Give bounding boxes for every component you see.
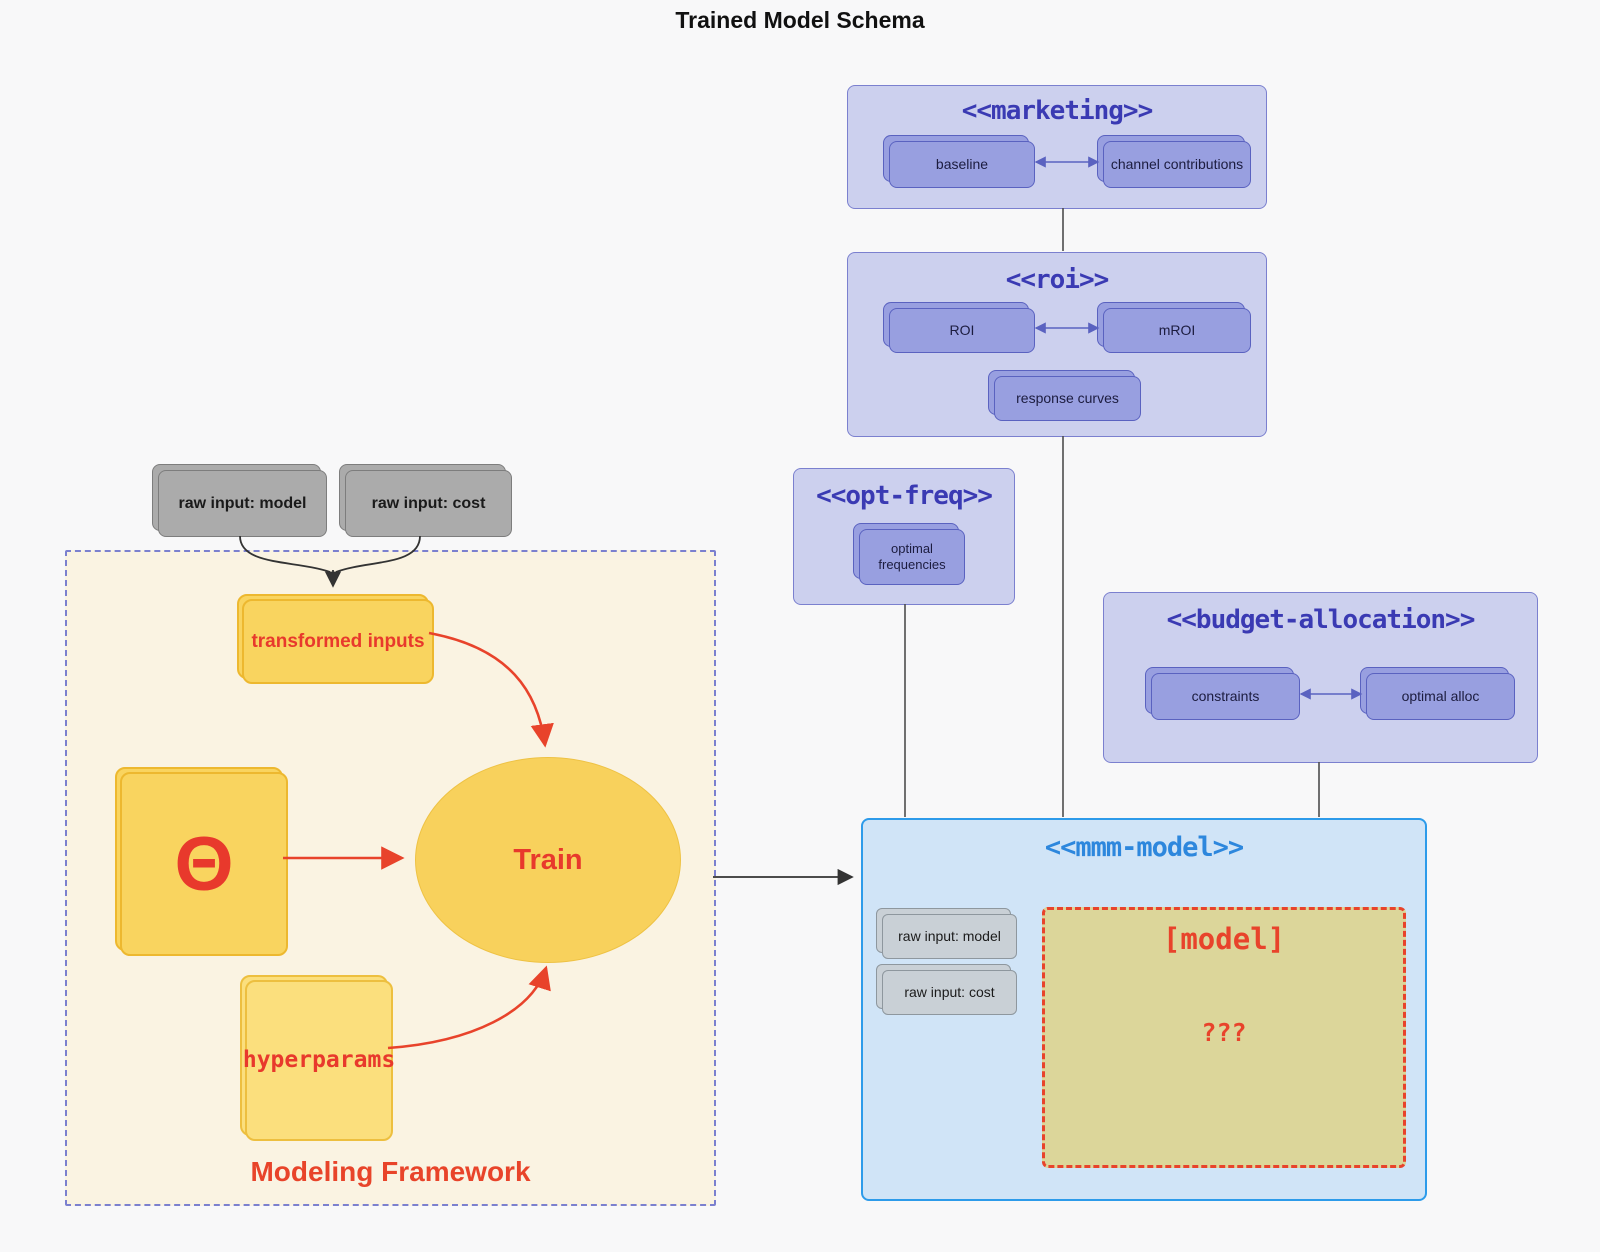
node-response-curves: response curves [988,370,1141,421]
node-optimal-alloc: optimal alloc [1360,667,1515,720]
node-optimal-alloc-label: optimal alloc [1401,687,1480,704]
node-hyperparams-label: hyperparams [242,1047,396,1074]
group-roi-title: <<roi>> [1005,265,1110,295]
group-roi: <<roi>> ROI mROI response curves [847,252,1267,437]
node-raw-input-cost: raw input: cost [339,464,512,537]
node-mmm-raw-input-model: raw input: model [876,908,1017,959]
node-theta: Θ [115,767,288,956]
node-mroi: mROI [1097,302,1251,353]
group-marketing-title: <<marketing>> [961,96,1154,126]
node-train-label: Train [513,843,583,876]
node-constraints-label: constraints [1191,687,1260,704]
node-baseline: baseline [883,135,1035,188]
model-placeholder-unknown: ??? [1201,1018,1247,1047]
node-train: Train [415,757,681,963]
node-mmm-raw-input-cost: raw input: cost [876,964,1017,1015]
node-mmm-raw-input-cost-label: raw input: cost [904,983,995,1000]
node-roi: ROI [883,302,1035,353]
node-model-placeholder: [model] ??? [1042,907,1406,1168]
node-transformed-inputs-label: transformed inputs [251,630,425,652]
group-marketing: <<marketing>> baseline channel contribut… [847,85,1267,209]
theta-symbol: Θ [174,821,234,907]
node-constraints: constraints [1145,667,1300,720]
group-budget-allocation-title: <<budget-allocation>> [1166,605,1476,635]
diagram-title: Trained Model Schema [675,7,925,33]
model-placeholder-title: [model] [1162,922,1286,956]
group-mmm-model-title: <<mmm-model>> [1044,832,1244,863]
group-opt-freq-title: <<opt-freq>> [816,481,993,511]
node-response-curves-label: response curves [1016,389,1119,406]
node-optimal-frequencies: optimal frequencies [853,523,965,585]
node-transformed-inputs: transformed inputs [237,594,434,684]
node-raw-input-model: raw input: model [152,464,327,537]
group-modeling-framework: transformed inputs Θ Train hyperparams M… [65,550,716,1206]
group-budget-allocation: <<budget-allocation>> constraints optima… [1103,592,1538,763]
node-baseline-label: baseline [935,155,989,172]
node-mroi-label: mROI [1158,321,1196,338]
group-mmm-model: <<mmm-model>> raw input: model raw input… [861,818,1427,1201]
node-channel-contributions: channel contributions [1097,135,1251,188]
node-optimal-frequencies-label: optimal frequencies [878,540,946,572]
node-raw-input-cost-label: raw input: cost [371,494,486,512]
node-hyperparams: hyperparams [240,975,396,1141]
group-opt-freq: <<opt-freq>> optimal frequencies [793,468,1015,605]
node-mmm-raw-input-model-label: raw input: model [898,927,1001,944]
modeling-framework-label: Modeling Framework [250,1156,531,1187]
node-roi-label: ROI [949,321,975,338]
node-raw-input-model-label: raw input: model [178,494,307,512]
node-channel-contributions-label: channel contributions [1110,155,1244,172]
